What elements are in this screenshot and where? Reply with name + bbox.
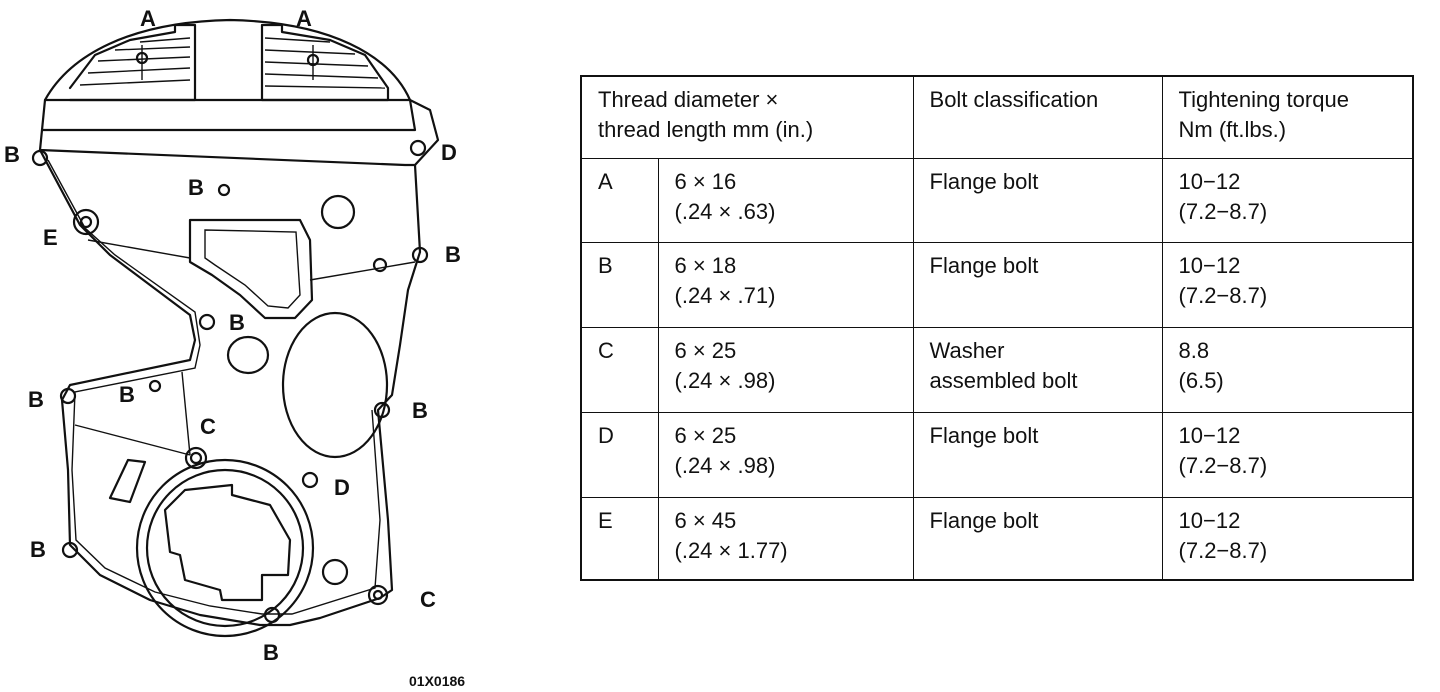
header-classification: Bolt classification [912,75,1163,159]
timing-belt-cover-diagram: A A B D B E B B B B B C D B C B 01X0186 [4,6,465,689]
row-size: 6 × 45 (.24 × 1.77) [657,496,914,581]
cover-window [188,218,314,320]
round-hole [320,194,356,230]
upper-cover-band [40,98,417,132]
crank-sprocket-cutout [163,483,292,602]
small-oval-opening [226,335,270,375]
label-b-left-low: B [30,537,46,562]
row-size: 6 × 25 (.24 × .98) [657,411,914,498]
row-torque: 10−12 (7.2−8.7) [1161,496,1414,581]
crank-pulley-ring [135,458,315,638]
row-size: 6 × 25 (.24 × .98) [657,326,914,413]
header-thread: Thread diameter × thread length mm (in.) [580,75,914,159]
label-c-lower: C [420,587,436,612]
label-a-left: A [140,6,156,31]
table-row: A 6 × 16 (.24 × .63) Flange bolt 10−12 (… [580,157,1414,243]
label-b-right-upper: B [445,242,461,267]
left-vent-grille [68,23,197,102]
row-size: 6 × 16 (.24 × .63) [657,157,914,243]
label-b-top-left: B [4,142,20,167]
label-b-center-top: B [188,175,204,200]
table-row: B 6 × 18 (.24 × .71) Flange bolt 10−12 (… [580,241,1414,328]
row-torque: 8.8 (6.5) [1161,326,1414,413]
inner-rib [47,159,381,615]
row-key: C [580,326,659,413]
lower-cover-outline [38,148,422,627]
label-a-right: A [296,6,312,31]
label-e: E [43,225,58,250]
label-d-top-right: D [441,140,457,165]
right-vent-grille [260,23,390,102]
row-key: E [580,496,659,581]
row-classification: Washer assembled bolt [912,326,1163,413]
upper-cover-outline [38,18,440,167]
label-c-inner: C [200,414,216,439]
row-key: A [580,157,659,243]
bolt-spec-table: Thread diameter × thread length mm (in.)… [580,75,1415,581]
table-row: D 6 × 25 (.24 × .98) Flange bolt 10−12 (… [580,411,1414,498]
bolt-markers [31,51,429,624]
row-size: 6 × 18 (.24 × .71) [657,241,914,328]
header-torque: Tightening torque Nm (ft.lbs.) [1161,75,1414,159]
row-torque: 10−12 (7.2−8.7) [1161,241,1414,328]
table-row: E 6 × 45 (.24 × 1.77) Flange bolt 10−12 … [580,496,1414,581]
slot-opening [108,458,147,504]
table-header-row: Thread diameter × thread length mm (in.)… [580,75,1414,159]
row-torque: 10−12 (7.2−8.7) [1161,157,1414,243]
row-classification: Flange bolt [912,411,1163,498]
table-row: C 6 × 25 (.24 × .98) Washer assembled bo… [580,326,1414,413]
row-classification: Flange bolt [912,241,1163,328]
harness-line [74,424,191,456]
cam-pulley-opening [281,311,389,459]
row-torque: 10−12 (7.2−8.7) [1161,411,1414,498]
small-hole [321,558,349,586]
label-b-left-mid: B [28,387,44,412]
row-key: D [580,411,659,498]
label-b-center: B [229,310,245,335]
label-b-inner-mid: B [119,382,135,407]
figure-code: 01X0186 [409,673,465,689]
row-classification: Flange bolt [912,157,1163,243]
row-classification: Flange bolt [912,496,1163,581]
label-b-right-mid: B [412,398,428,423]
label-b-bottom: B [263,640,279,665]
label-d-lower: D [334,475,350,500]
row-key: B [580,241,659,328]
